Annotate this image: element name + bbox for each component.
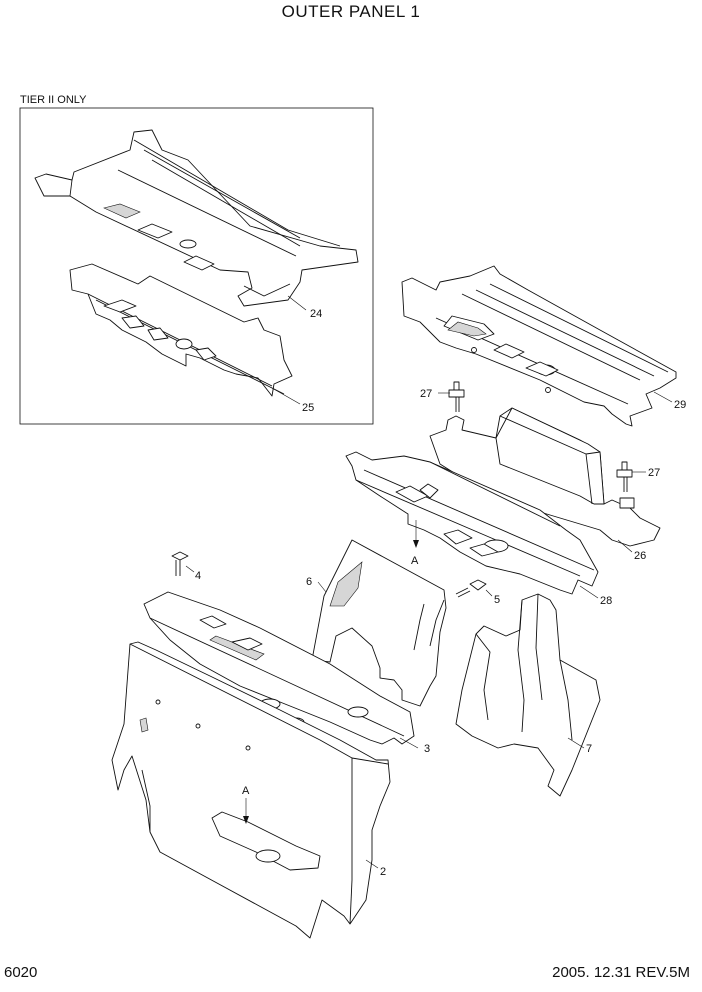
date-revision: 2005. 12.31 REV.5M [552, 964, 690, 981]
callout-4: 4 [195, 570, 201, 582]
callout-26: 26 [634, 550, 646, 562]
page-title: OUTER PANEL 1 [281, 2, 421, 21]
callout-28: 28 [600, 595, 612, 607]
part-28-plate [345, 451, 599, 595]
callout-29: 29 [674, 399, 686, 411]
callout-24: 24 [310, 308, 322, 320]
view-a-arrow-top [413, 520, 419, 548]
leader-lines [185, 295, 673, 869]
callout-27-right: 27 [648, 467, 660, 479]
view-a-label-top: A [411, 555, 419, 567]
view-a-label-bottom: A [242, 785, 250, 797]
part-27-bolt-left [448, 381, 465, 412]
callout-5: 5 [494, 594, 500, 606]
part-4-bolt [171, 551, 189, 576]
view-a-arrow-bottom [243, 798, 249, 824]
part-24-panel [34, 129, 359, 307]
part-25-panel [69, 263, 293, 397]
part-29-panel [401, 265, 677, 427]
part-7-side-panel [455, 593, 601, 797]
callout-27-left: 27 [420, 388, 432, 400]
callout-25: 25 [302, 402, 314, 414]
part-5-bolt [455, 579, 487, 598]
callout-6: 6 [306, 576, 312, 588]
callout-7: 7 [586, 743, 592, 755]
part-3-cross-member [143, 591, 415, 745]
callout-3: 3 [424, 743, 430, 755]
part-26-cover [429, 407, 661, 547]
inset-frame [19, 107, 374, 425]
part-27-bolt-right [616, 461, 633, 492]
page-number: 6020 [4, 964, 38, 981]
inset-label: TIER II ONLY [20, 94, 87, 106]
callout-2: 2 [380, 866, 386, 878]
part-6-side-panel [311, 539, 447, 707]
part-2-main-panel [111, 641, 391, 939]
